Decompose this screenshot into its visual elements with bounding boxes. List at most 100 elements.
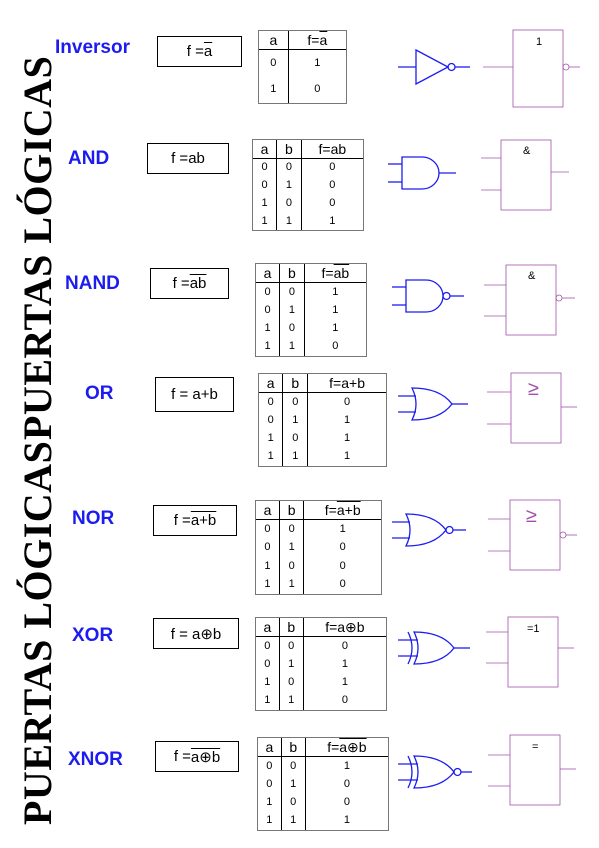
cell: 0 xyxy=(259,49,289,77)
gate-name-inversor: Inversor xyxy=(55,37,130,58)
iec-label-nor: ≥ xyxy=(526,505,537,527)
cell: 0 xyxy=(329,179,336,192)
cell: 0 xyxy=(279,673,304,692)
formula-text: f = a+b xyxy=(171,386,218,403)
th-f-prefix: f= xyxy=(321,265,334,281)
cell: 1 xyxy=(344,432,351,445)
cell: 0 xyxy=(253,176,278,195)
cell: 1 xyxy=(282,411,309,430)
cell: 0 xyxy=(341,639,348,652)
formula-overline-text: a xyxy=(203,43,213,60)
cell: 1 xyxy=(281,775,306,794)
formula-text: f = xyxy=(173,512,191,529)
formula-overline-text: a+b xyxy=(190,512,217,529)
gate-name-or: OR xyxy=(85,383,114,404)
cell: 0 xyxy=(259,411,284,430)
cell: 1 xyxy=(279,538,305,558)
cell: 1 xyxy=(341,658,348,671)
th-f: f=a xyxy=(288,31,346,50)
formula-overline-text: a⊕b xyxy=(190,748,221,766)
cell: 0 xyxy=(256,538,280,558)
formula-box-nor: f = a+b xyxy=(153,505,237,536)
cell: 0 xyxy=(256,636,280,656)
cell: 0 xyxy=(344,395,351,408)
formula-text: f = xyxy=(171,150,189,167)
cell: 1 xyxy=(256,673,280,692)
cell: 1 xyxy=(341,676,348,689)
cell: 0 xyxy=(279,636,304,656)
th-f: f=a⊕b xyxy=(305,738,388,757)
cell: 0 xyxy=(279,319,305,338)
cell: 0 xyxy=(256,655,280,674)
cell: 0 xyxy=(339,541,346,554)
formula-box-or: f = a+b xyxy=(155,377,234,412)
th-a: a xyxy=(253,140,278,159)
formula-box-inversor: f = a xyxy=(157,36,242,67)
and-gate-iec-symbol xyxy=(481,139,569,211)
cell: 0 xyxy=(341,694,348,707)
th-f-prefix: f= xyxy=(307,32,320,48)
cell: 1 xyxy=(332,322,339,335)
cell: 0 xyxy=(329,196,336,209)
th-b: b xyxy=(279,264,305,283)
cell: 1 xyxy=(256,337,281,356)
cell: 1 xyxy=(258,793,282,812)
th-a: a xyxy=(256,501,280,520)
cell: 1 xyxy=(256,691,280,710)
cell: 0 xyxy=(276,158,302,177)
formula-text: f = xyxy=(173,748,191,765)
cell: 1 xyxy=(344,414,351,427)
th-f-over: ab xyxy=(333,265,350,281)
cell: 0 xyxy=(276,194,302,213)
th-f: f=a⊕b xyxy=(303,618,386,637)
cell: 0 xyxy=(256,301,281,320)
cell: 1 xyxy=(259,76,289,103)
cell: 0 xyxy=(279,519,305,539)
not-gate-ansi-symbol xyxy=(398,48,470,86)
th-a: a xyxy=(256,618,280,637)
cell: 1 xyxy=(281,811,306,830)
cell: 1 xyxy=(253,194,278,213)
cell: 0 xyxy=(258,775,282,794)
th-f-prefix: f= xyxy=(324,502,337,518)
not-gate-iec-symbol xyxy=(483,29,580,108)
cell: 1 xyxy=(256,575,280,594)
cell: 0 xyxy=(282,429,309,448)
cell: 1 xyxy=(279,691,304,710)
or-gate-ansi-symbol xyxy=(398,387,468,421)
formula-text: f = xyxy=(172,275,190,292)
cell: 1 xyxy=(259,429,284,448)
xor-gate-ansi-symbol xyxy=(398,631,470,665)
and-gate-ansi-symbol xyxy=(388,156,456,190)
cell: 1 xyxy=(279,337,305,356)
cell: 0 xyxy=(258,756,282,776)
cell: 0 xyxy=(314,83,321,96)
cell: 1 xyxy=(282,447,309,466)
cell: 1 xyxy=(279,655,304,674)
th-f-over: a⊕b xyxy=(339,738,367,755)
gate-name-and: AND xyxy=(68,148,110,169)
cell: 1 xyxy=(343,814,350,827)
cell: 0 xyxy=(339,578,346,591)
iec-label-xnor: = xyxy=(532,741,539,753)
gate-name-xnor: XNOR xyxy=(68,749,123,770)
gate-name-nand: NAND xyxy=(65,273,120,294)
cell: 1 xyxy=(256,319,281,338)
cell: 0 xyxy=(343,778,350,791)
formula-box-xor: f = a⊕b xyxy=(153,618,239,649)
nand-gate-ansi-symbol xyxy=(392,279,464,313)
cell: 1 xyxy=(276,176,302,195)
iec-label-xor: =1 xyxy=(527,623,540,635)
th-b: b xyxy=(279,501,305,520)
xor-gate-iec-symbol xyxy=(486,616,574,688)
cell: 1 xyxy=(258,811,282,830)
cell: 0 xyxy=(259,392,284,412)
cell: 0 xyxy=(281,756,306,776)
cell: 0 xyxy=(343,796,350,809)
th-f-over: a xyxy=(319,32,328,48)
